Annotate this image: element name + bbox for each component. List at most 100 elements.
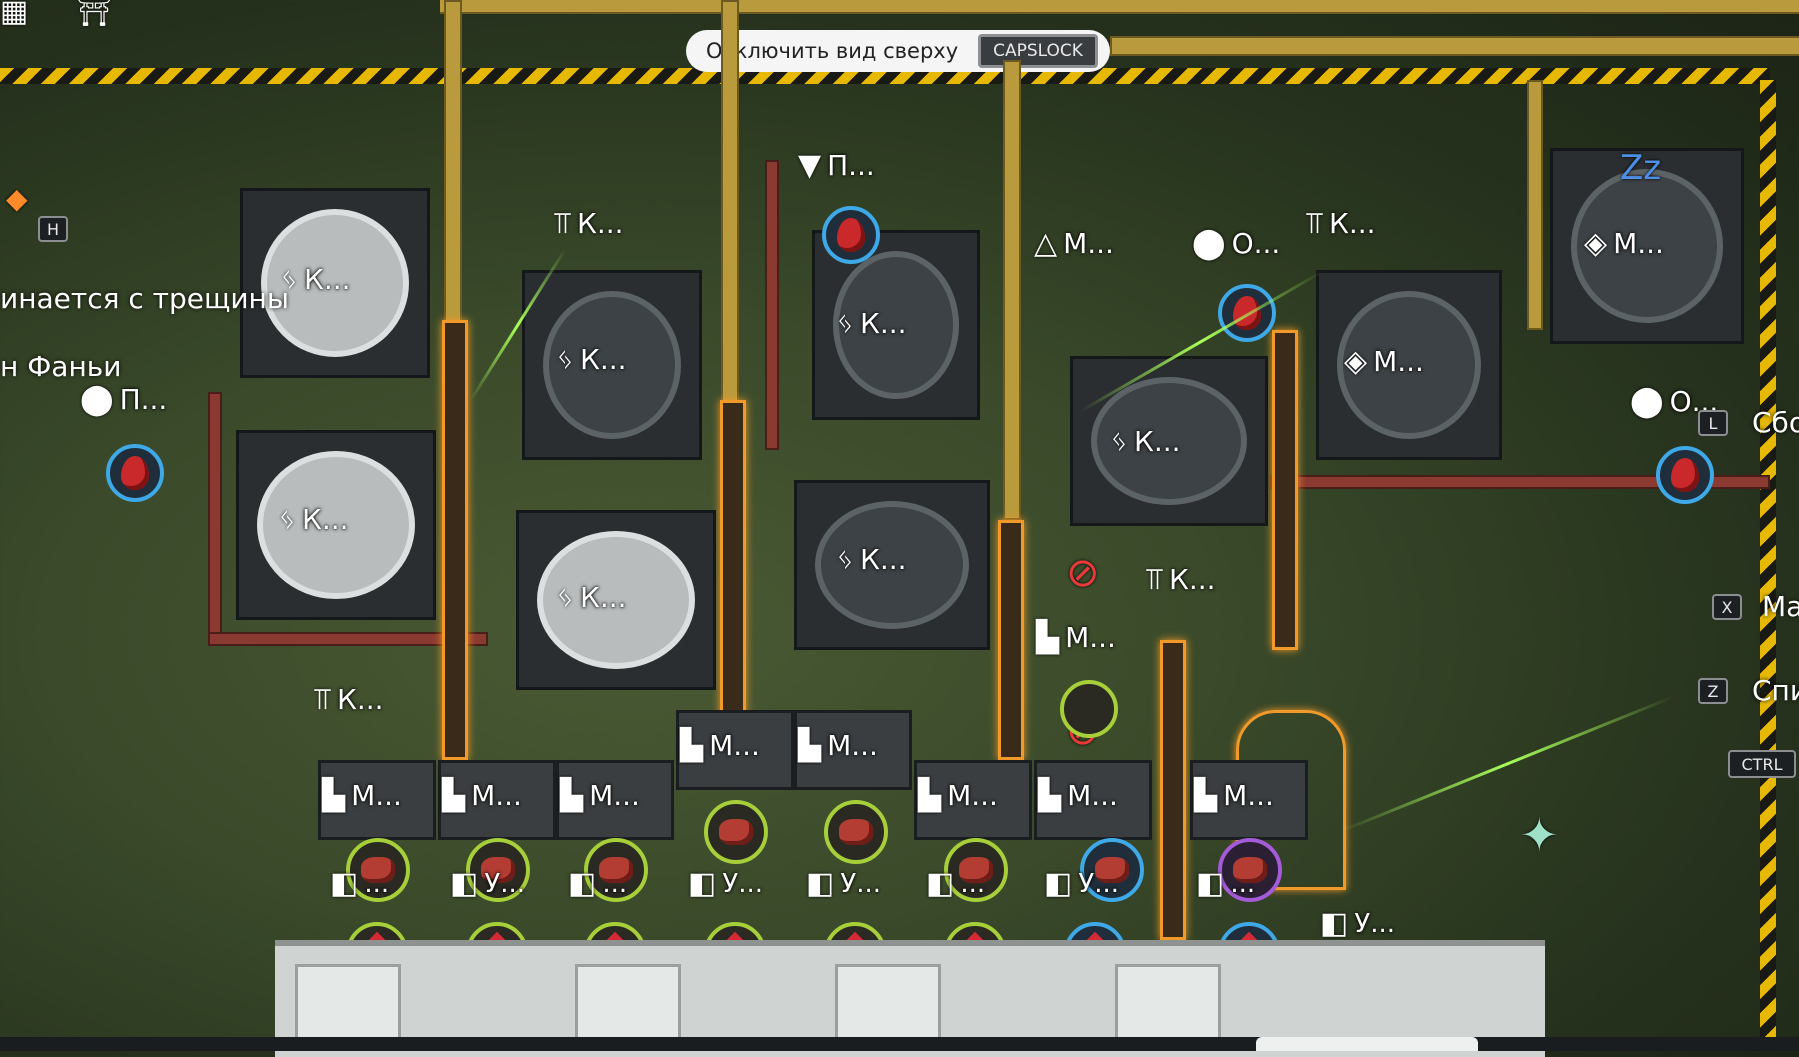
pylon-label-k4: ⫪К... xyxy=(314,682,384,717)
mini-machine-label: ▙М... xyxy=(918,778,998,813)
bottom-toolbar xyxy=(0,1037,1799,1051)
pump-icon: ◈ xyxy=(1344,344,1368,379)
output-label: ◧У... xyxy=(1044,866,1119,901)
label-mid-m: ▙М... xyxy=(1036,620,1116,655)
top-view-hint-text: Отключить вид сверху xyxy=(706,39,959,63)
belt-v1 xyxy=(442,320,468,760)
belt-v3 xyxy=(998,520,1024,760)
crusher-icon: ▙ xyxy=(918,778,942,813)
key-x: X xyxy=(1712,594,1742,620)
item-bubble xyxy=(704,800,768,864)
machine-m4[interactable] xyxy=(516,510,716,690)
pipe-red-3 xyxy=(765,160,779,450)
key-h: H xyxy=(38,216,68,242)
right-text-l: Сбо xyxy=(1752,406,1799,439)
mini-machine[interactable] xyxy=(318,760,436,840)
output-label: ◧У... xyxy=(1320,906,1395,941)
item-bubble-mid xyxy=(1060,680,1118,738)
pylon-label-k2: ⫪К... xyxy=(1306,206,1376,241)
refinery-icon: ᛃ xyxy=(556,342,574,377)
quest-marker-icon: ◆ xyxy=(6,182,28,215)
pipe-red-2 xyxy=(208,632,488,646)
fluid-bubble-2 xyxy=(822,206,880,264)
output-label: ◧У... xyxy=(688,866,763,901)
crusher-icon: ▙ xyxy=(1194,778,1218,813)
right-text-x: Ма xyxy=(1762,590,1799,623)
refinery-icon: ᛃ xyxy=(278,502,296,537)
pump-icon: ◈ xyxy=(1584,226,1608,261)
platform-slot xyxy=(1115,964,1221,1040)
machine-m2[interactable] xyxy=(236,430,436,620)
machine-m3[interactable] xyxy=(522,270,702,460)
platform-slot xyxy=(295,964,401,1040)
pylon-label-k3: ⫪К... xyxy=(1146,562,1216,597)
machine-m7[interactable] xyxy=(1070,356,1268,526)
belt-v4 xyxy=(1160,640,1186,940)
hazard-stripe-right xyxy=(1760,80,1776,1051)
shield-icon: ▼ xyxy=(798,148,822,183)
pipe-v3 xyxy=(1003,60,1021,520)
left-text-1: инается с трещины xyxy=(0,282,289,315)
platform-slot xyxy=(835,964,941,1040)
label-m-top: △М... xyxy=(1034,226,1114,261)
key-l: L xyxy=(1698,410,1728,436)
storage-icon: ◧ xyxy=(926,866,955,901)
pylon-icon: ⫪ xyxy=(1306,206,1323,241)
mini-machine[interactable] xyxy=(676,710,794,790)
storage-icon: ◧ xyxy=(688,866,717,901)
pipe-v4 xyxy=(1527,80,1543,330)
water-drop-icon: ⬤ xyxy=(1192,226,1226,261)
crusher-icon: ▙ xyxy=(1038,778,1062,813)
water-drop-icon: ⬤ xyxy=(80,382,114,417)
mini-machine-label: ▙М... xyxy=(322,778,402,813)
machine-m1[interactable] xyxy=(240,188,430,378)
output-label: ◧... xyxy=(568,866,628,901)
road-icon[interactable]: ⛩ xyxy=(74,0,114,29)
storage-icon: ◧ xyxy=(450,866,479,901)
crusher-icon: ▙ xyxy=(1036,620,1060,655)
top-view-toggle-hint[interactable]: Отключить вид сверху CAPSLOCK xyxy=(686,30,1110,72)
sleep-icon: Zz xyxy=(1620,148,1662,188)
capslock-key: CAPSLOCK xyxy=(978,34,1098,68)
machine-m9[interactable] xyxy=(1550,148,1744,344)
refinery-icon: ᛃ xyxy=(280,262,298,297)
triangle-emblem-icon: △ xyxy=(1034,226,1058,261)
crusher-icon: ▙ xyxy=(680,728,704,763)
machine-m8-label: ◈М... xyxy=(1344,344,1424,379)
mini-machine-label: ▙М... xyxy=(442,778,522,813)
platform-slot xyxy=(575,964,681,1040)
label-o1: ⬤О... xyxy=(1192,226,1281,261)
water-drop-icon: ⬤ xyxy=(1630,384,1664,419)
pylon-icon: ⫪ xyxy=(314,682,331,717)
key-z: Z xyxy=(1698,678,1728,704)
storage-icon: ◧ xyxy=(806,866,835,901)
top-pipe-rail xyxy=(440,0,1799,14)
machine-m5[interactable] xyxy=(812,230,980,420)
menu-grid-icon[interactable]: ▦ xyxy=(0,0,29,29)
pylon-icon: ⫪ xyxy=(1146,562,1163,597)
refinery-icon: ᛃ xyxy=(836,306,854,341)
item-bubble xyxy=(944,838,1008,902)
belt-v2 xyxy=(720,400,746,760)
belt-v5 xyxy=(1272,330,1298,650)
mini-machine[interactable] xyxy=(438,760,556,840)
refinery-icon: ᛃ xyxy=(836,542,854,577)
machine-m8[interactable] xyxy=(1316,270,1502,460)
storage-icon: ◧ xyxy=(1196,866,1225,901)
output-label: ◧... xyxy=(1196,866,1256,901)
refinery-icon: ᛃ xyxy=(556,580,574,615)
left-text-2: н Фаньи xyxy=(0,350,122,383)
pipe-red-4 xyxy=(1270,475,1770,489)
mini-machine[interactable] xyxy=(1034,760,1152,840)
hazard-stripe-top xyxy=(0,68,1770,84)
item-bubble xyxy=(1080,838,1144,902)
mini-machine[interactable] xyxy=(794,710,912,790)
bottom-toolbar-active-tab[interactable] xyxy=(1256,1037,1478,1051)
pylon-icon: ⫪ xyxy=(554,206,571,241)
machine-m6[interactable] xyxy=(794,480,990,650)
right-text-z: Спи xyxy=(1752,674,1799,707)
